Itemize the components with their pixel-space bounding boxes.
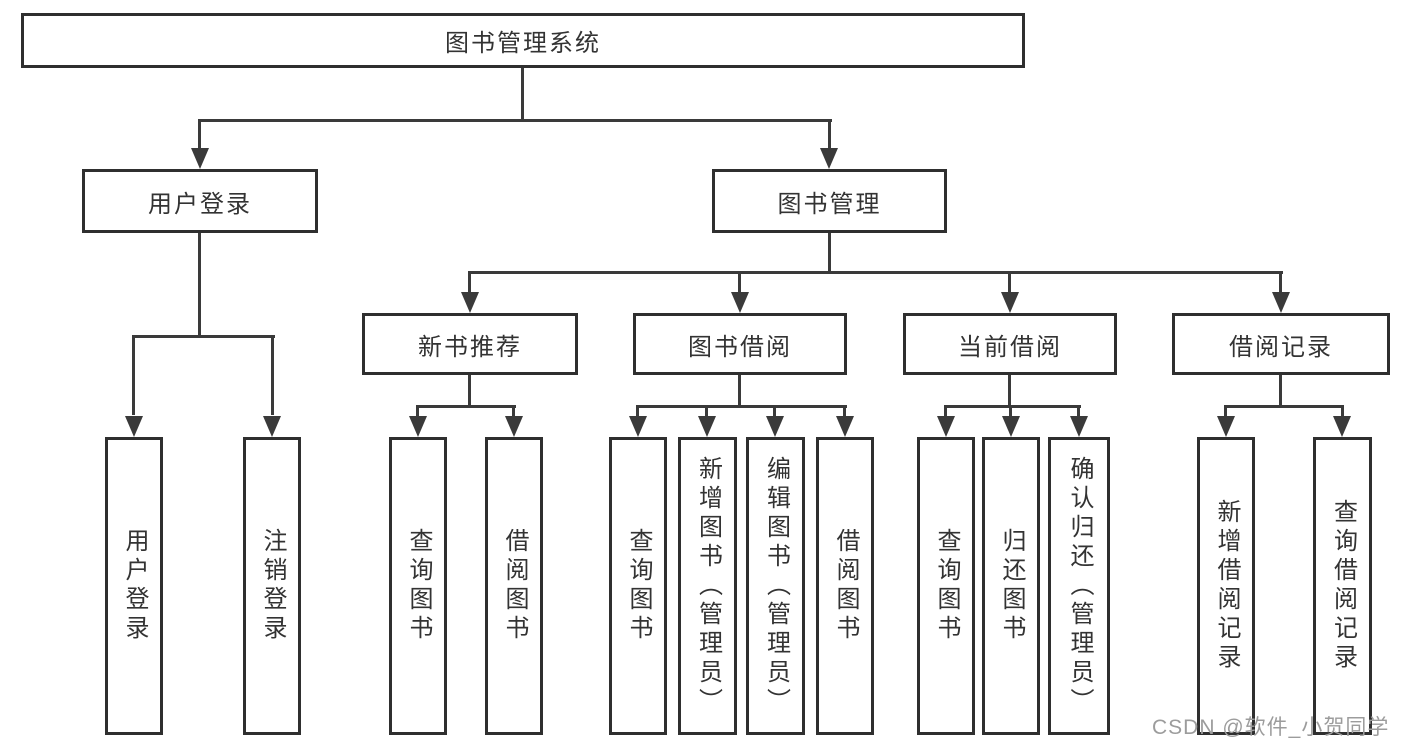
leaf-query-borrow-record: 查询借阅记录 (1313, 437, 1372, 735)
leaf-add-book-admin: 新增图书（管理员） (678, 437, 737, 735)
leaf-recommend-borrow-book: 借阅图书 (485, 437, 543, 735)
connector-new-book-recommend-stem (468, 375, 471, 407)
node-book-management: 图书管理 (712, 169, 947, 233)
csdn-watermark: CSDN @软件_小贺同学 (1152, 716, 1390, 739)
leaf-add-borrow-record: 新增借阅记录 (1197, 437, 1255, 735)
connector-drop-add-record (1224, 408, 1227, 416)
leaf-add-book-admin-label: 新增图书（管理员） (694, 455, 722, 717)
arrowhead-borrow-record (1272, 292, 1290, 313)
leaf-confirm-return-admin-label: 确认归还（管理员） (1066, 455, 1093, 717)
arrowhead-return-book (1002, 416, 1020, 437)
connector-drop-current-borrow (1008, 274, 1011, 292)
arrowhead-user-login (191, 148, 209, 169)
node-new-book-recommend: 新书推荐 (362, 313, 578, 375)
connector-drop-borrow-book (843, 408, 846, 416)
connector-drop-leaf-user-login (132, 338, 135, 415)
connector-user-login-stem (198, 233, 201, 337)
node-system-root-label: 图书管理系统 (445, 30, 601, 57)
connector-drop-user-login (198, 122, 201, 148)
connector-drop-borrow-query (636, 408, 639, 416)
connector-drop-current-query (944, 408, 947, 416)
leaf-user-login-label: 用户登录 (121, 528, 148, 644)
connector-drop-borrow-record (1279, 274, 1282, 292)
leaf-edit-book-admin-label: 编辑图书（管理员） (762, 455, 790, 717)
connector-drop-leaf-logout (271, 338, 274, 415)
arrowhead-add-book (698, 416, 716, 437)
node-user-login: 用户登录 (82, 169, 318, 233)
connector-current-borrow-branch (944, 405, 1081, 408)
node-book-borrow-label: 图书借阅 (688, 333, 792, 361)
connector-current-borrow-stem (1008, 375, 1011, 407)
leaf-return-book: 归还图书 (982, 437, 1040, 735)
connector-new-book-recommend-branch (416, 405, 516, 408)
node-new-book-recommend-label: 新书推荐 (418, 333, 522, 361)
connector-book-management-stem (828, 233, 831, 273)
node-current-borrow: 当前借阅 (903, 313, 1117, 375)
connector-book-management-branch (468, 271, 1283, 274)
arrowhead-confirm-return (1070, 416, 1088, 437)
connector-drop-confirm-return (1077, 408, 1080, 416)
arrowhead-current-borrow (1001, 292, 1019, 313)
arrowhead-add-record (1217, 416, 1235, 437)
connector-drop-recommend-query (416, 408, 419, 416)
arrowhead-current-query (937, 416, 955, 437)
connector-drop-return-book (1009, 408, 1012, 416)
arrowhead-edit-book (766, 416, 784, 437)
connector-drop-new-book-recommend (468, 274, 471, 292)
leaf-add-borrow-record-label: 新增借阅记录 (1213, 499, 1240, 673)
connector-drop-recommend-borrow (512, 408, 515, 416)
connector-root-stem (521, 68, 524, 121)
leaf-logout: 注销登录 (243, 437, 301, 735)
node-current-borrow-label: 当前借阅 (958, 333, 1062, 361)
arrowhead-leaf-user-login (125, 416, 143, 437)
connector-drop-add-book (705, 408, 708, 416)
connector-borrow-record-stem (1279, 375, 1282, 407)
leaf-edit-book-admin: 编辑图书（管理员） (746, 437, 805, 735)
node-borrow-record-label: 借阅记录 (1229, 333, 1333, 361)
node-user-login-label: 用户登录 (148, 190, 252, 218)
leaf-user-login: 用户登录 (105, 437, 163, 735)
node-borrow-record: 借阅记录 (1172, 313, 1390, 375)
leaf-borrow-query-book: 查询图书 (609, 437, 667, 735)
leaf-current-query-book-label: 查询图书 (933, 528, 960, 644)
arrowhead-new-book-recommend (461, 292, 479, 313)
leaf-borrow-book: 借阅图书 (816, 437, 874, 735)
connector-user-login-branch (132, 335, 275, 338)
leaf-confirm-return-admin: 确认归还（管理员） (1048, 437, 1110, 735)
node-book-borrow: 图书借阅 (633, 313, 847, 375)
leaf-query-borrow-record-label: 查询借阅记录 (1329, 499, 1357, 673)
connector-borrow-record-branch (1224, 405, 1344, 408)
node-book-management-label: 图书管理 (777, 190, 882, 218)
arrowhead-leaf-logout (263, 416, 281, 437)
leaf-recommend-query-book: 查询图书 (389, 437, 447, 735)
leaf-current-query-book: 查询图书 (917, 437, 975, 735)
connector-drop-book-borrow (738, 274, 741, 292)
connector-book-borrow-branch (636, 405, 847, 408)
leaf-recommend-borrow-book-label: 借阅图书 (501, 528, 528, 644)
connector-drop-book-management (828, 122, 831, 148)
arrowhead-recommend-borrow (505, 416, 523, 437)
arrowhead-book-management (820, 148, 838, 169)
arrowhead-borrow-book (836, 416, 854, 437)
connector-book-borrow-stem (738, 375, 741, 407)
leaf-logout-label: 注销登录 (259, 528, 286, 644)
node-system-root: 图书管理系统 (21, 13, 1025, 68)
leaf-borrow-book-label: 借阅图书 (832, 528, 859, 644)
arrowhead-book-borrow (731, 292, 749, 313)
arrowhead-borrow-query (629, 416, 647, 437)
connector-drop-query-record (1341, 408, 1344, 416)
arrowhead-query-record (1333, 416, 1351, 437)
connector-root-branch (198, 119, 832, 122)
leaf-recommend-query-book-label: 查询图书 (405, 528, 432, 644)
leaf-borrow-query-book-label: 查询图书 (625, 528, 652, 644)
leaf-return-book-label: 归还图书 (998, 528, 1025, 644)
arrowhead-recommend-query (409, 416, 427, 437)
connector-drop-edit-book (773, 408, 776, 416)
